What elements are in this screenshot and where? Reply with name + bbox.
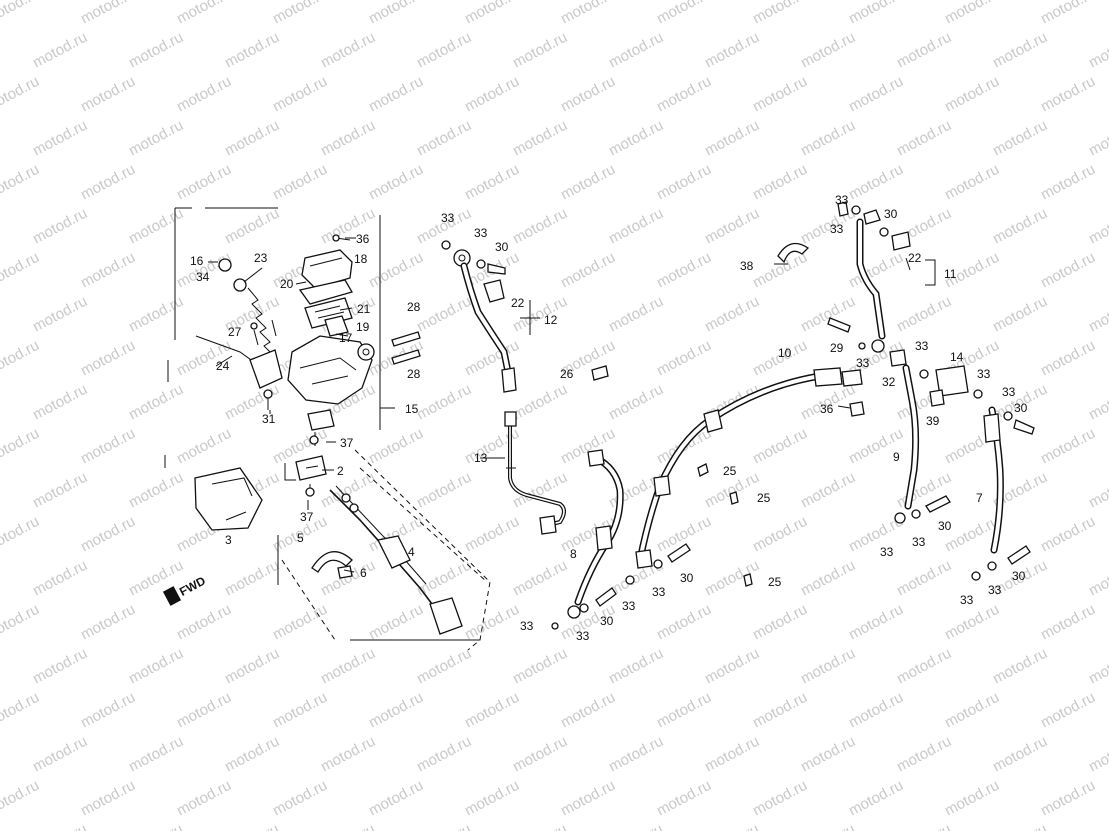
leader-lines (208, 237, 851, 573)
callout-30-hose10: 30 (680, 571, 694, 585)
callout-33-hose9-right: 33 (912, 535, 926, 549)
piston-spring-part (218, 258, 275, 357)
master-cylinder-group (167, 207, 421, 446)
callout-33-hose8-right: 33 (576, 629, 590, 643)
callout-15: 15 (405, 402, 419, 416)
rear-switch-group (164, 449, 491, 651)
callout-30-hose9: 30 (938, 519, 952, 533)
callout-8: 8 (570, 547, 577, 561)
callout-11: 11 (944, 267, 957, 281)
callout-22-front: 22 (511, 296, 525, 310)
fwd-label: FWD (177, 573, 208, 598)
callout-3: 3 (225, 533, 232, 547)
fwd-direction-mark: FWD (162, 573, 208, 606)
callout-33-front: 33 (474, 226, 488, 240)
callout-25-b: 25 (757, 491, 771, 505)
callout-29: 29 (830, 341, 844, 355)
callout-20: 20 (280, 277, 294, 291)
callout-2: 2 (337, 464, 344, 478)
callout-21: 21 (357, 302, 371, 316)
callout-30-hose7-top: 30 (1014, 401, 1028, 415)
callout-16: 16 (190, 254, 204, 268)
callout-37-lower: 37 (300, 510, 314, 524)
callout-38: 38 (740, 259, 754, 273)
callout-9: 9 (893, 450, 900, 464)
callout-19: 19 (356, 320, 370, 334)
callout-22-right: 22 (908, 251, 922, 265)
reservoir-cap-part (298, 249, 353, 329)
callout-33-front-top: 33 (441, 211, 455, 225)
callout-17: 17 (339, 331, 353, 345)
callout-27: 27 (228, 325, 242, 339)
callout-33-hose7-top: 33 (1002, 385, 1016, 399)
callout-26: 26 (560, 367, 574, 381)
right-hose-group (777, 201, 1035, 581)
callout-33-hose7-left: 33 (960, 593, 974, 607)
callout-33-hose7-right: 33 (988, 583, 1002, 597)
callout-12: 12 (544, 313, 558, 327)
callout-25-c: 25 (768, 575, 782, 589)
callout-13: 13 (474, 451, 488, 465)
callout-34: 34 (196, 270, 210, 284)
callout-4: 4 (408, 545, 415, 559)
callout-33-hose10-right: 33 (652, 585, 666, 599)
callout-36-clamp: 36 (820, 402, 834, 416)
master-cylinder-body-part (287, 315, 375, 405)
callout-33-hose9-left: 33 (880, 545, 894, 559)
callout-7: 7 (976, 491, 983, 505)
callout-25-a: 25 (723, 464, 737, 478)
callout-39: 39 (926, 414, 940, 428)
long-hose-group (551, 367, 863, 630)
callout-30-hose8: 30 (600, 614, 614, 628)
callout-33-joint-right: 33 (977, 367, 991, 381)
callout-23: 23 (254, 251, 268, 265)
callout-33-joint-lower: 33 (856, 356, 870, 370)
callout-14: 14 (950, 350, 964, 364)
callout-24: 24 (216, 359, 230, 373)
callout-33-top-left: 33 (830, 222, 844, 236)
callout-labels: 36 16 23 18 34 20 21 17 19 27 24 31 15 3… (190, 193, 1028, 643)
callout-36: 36 (356, 232, 370, 246)
callout-5: 5 (297, 531, 304, 545)
callout-33-joint-upper: 33 (915, 339, 929, 353)
callout-33-hose10-left: 33 (622, 599, 636, 613)
callout-30-front: 30 (495, 240, 509, 254)
callout-30-hose7-bottom: 30 (1012, 569, 1026, 583)
callout-28-lower: 28 (407, 367, 421, 381)
callout-28-upper: 28 (407, 300, 421, 314)
callout-31: 31 (262, 412, 276, 426)
callout-32: 32 (882, 375, 896, 389)
callout-10: 10 (778, 346, 792, 360)
callout-6: 6 (360, 566, 367, 580)
front-hose-group (441, 240, 609, 535)
callout-30-top: 30 (884, 207, 898, 221)
callout-33-top-right: 33 (835, 193, 849, 207)
callout-18: 18 (354, 252, 368, 266)
callout-33-hose8-left: 33 (520, 619, 534, 633)
callout-37-upper: 37 (340, 436, 354, 450)
